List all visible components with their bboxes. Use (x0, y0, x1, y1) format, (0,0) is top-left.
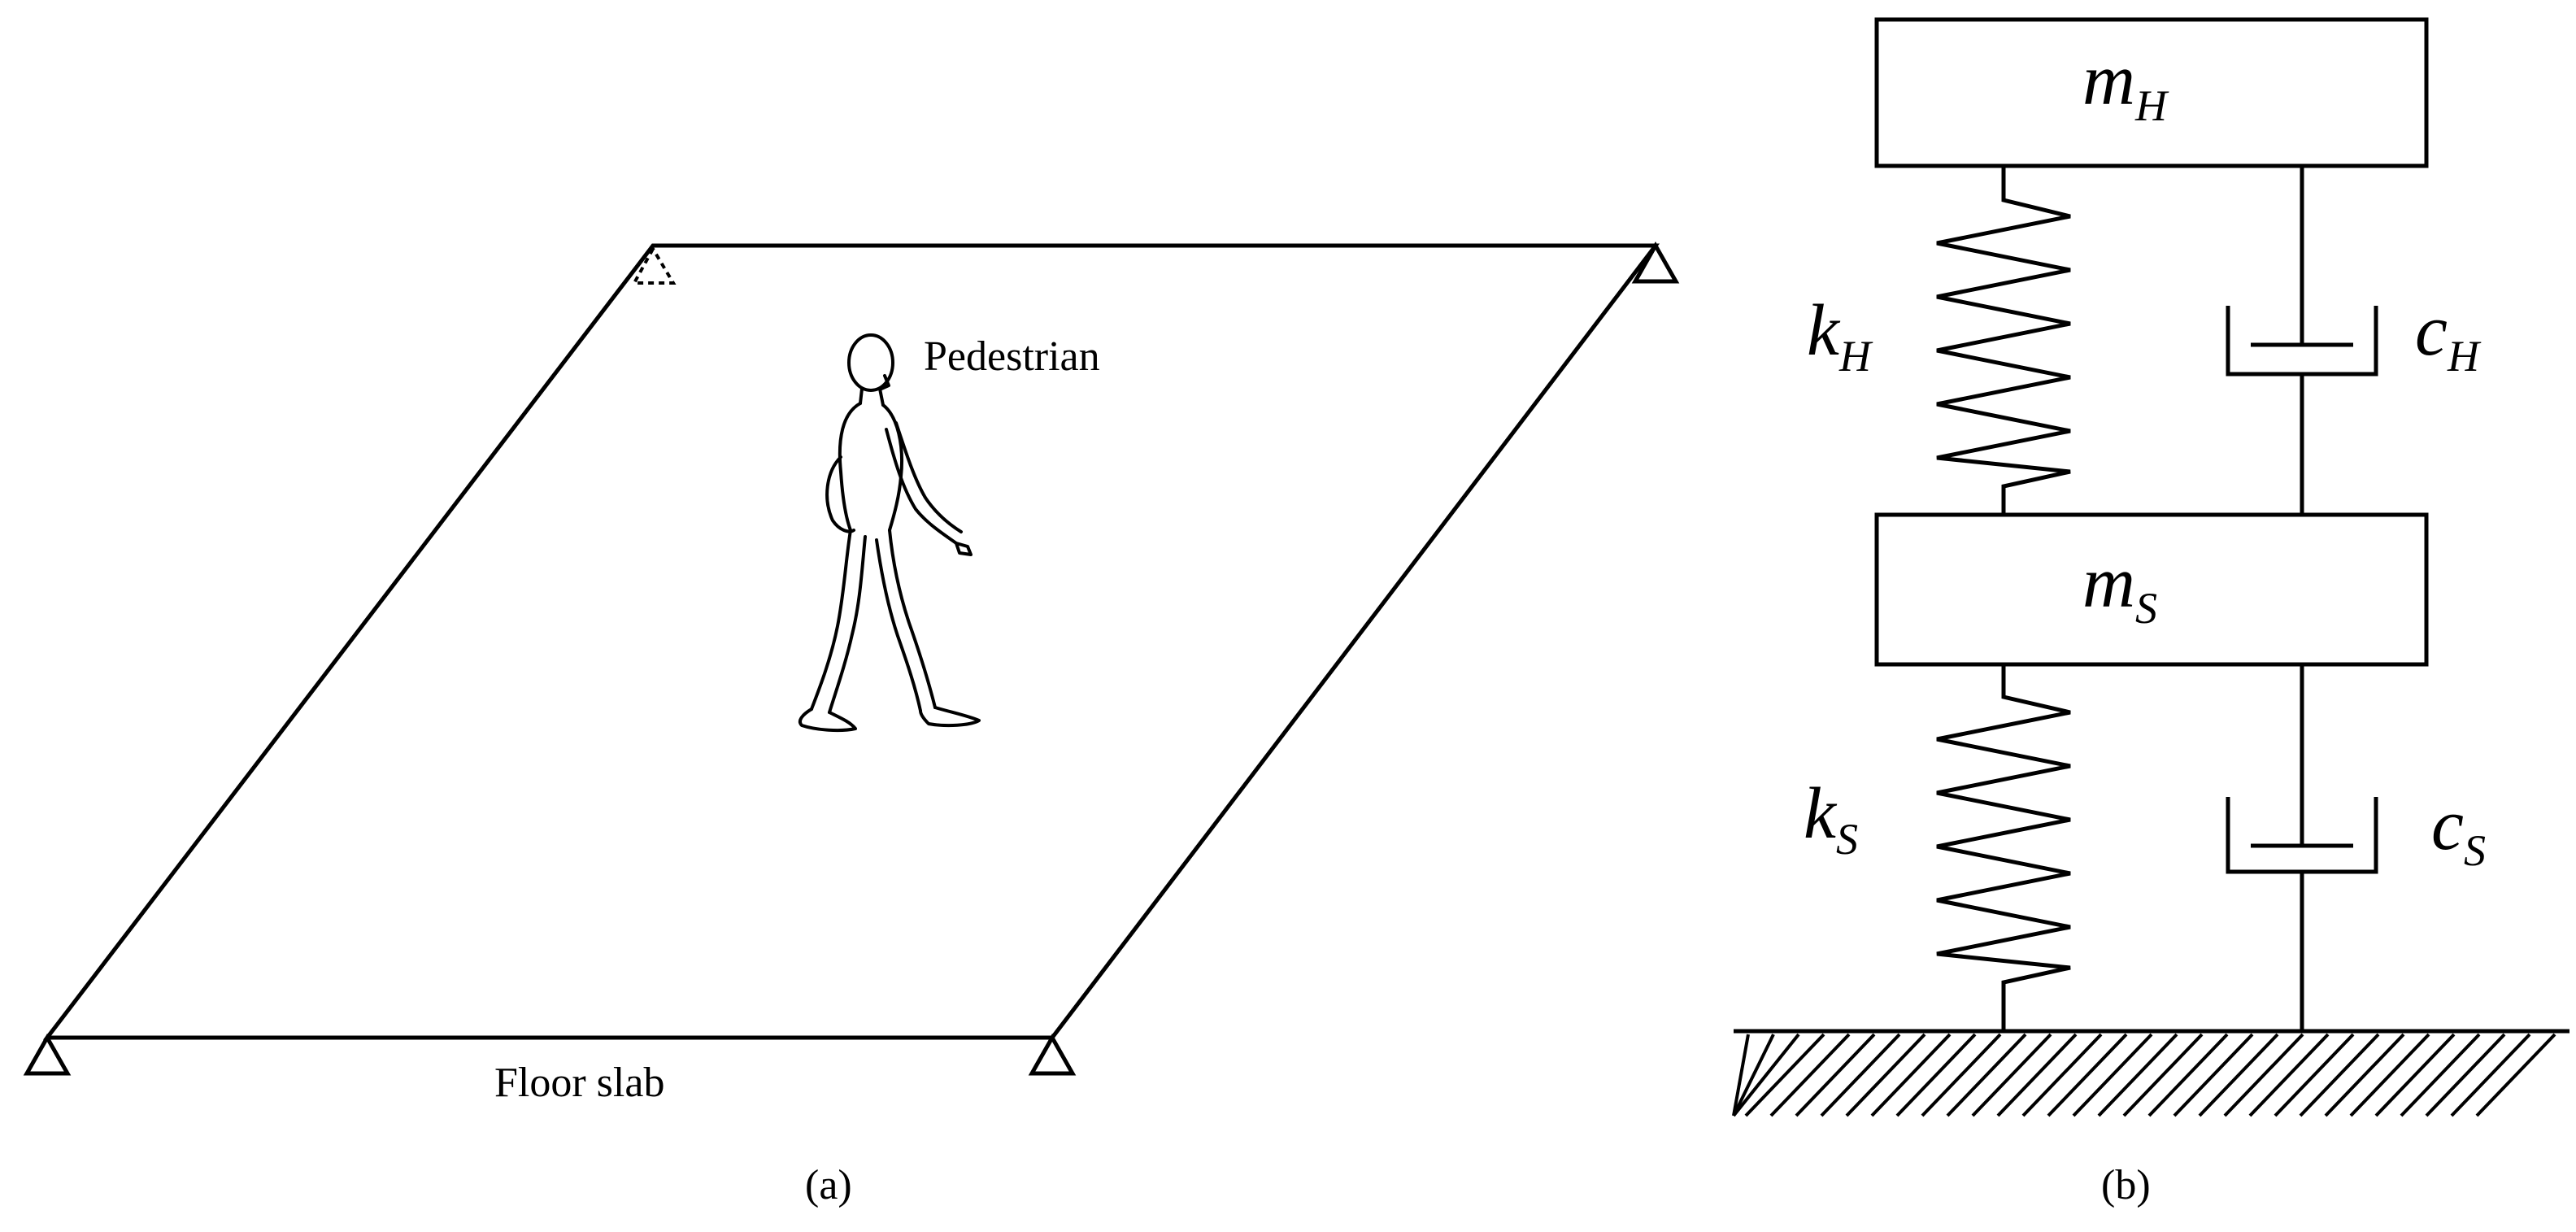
hatch-stroke (1732, 1034, 1775, 1117)
hatch-stroke (2374, 1033, 2456, 1117)
hatch-stroke (1744, 1033, 1825, 1117)
panel-a: Pedestrian Floor slab (a) (23, 241, 1680, 1208)
hatch-stroke (1921, 1033, 2002, 1117)
hatch-stroke (1820, 1033, 1901, 1117)
support-bottom-right (1028, 1033, 1077, 1076)
hatch-stroke (1732, 1033, 1800, 1117)
damper-upper (2226, 168, 2378, 515)
hatch-stroke (1946, 1033, 2027, 1117)
hatch-stroke (1996, 1033, 2078, 1117)
caption-b: (b) (2101, 1162, 2151, 1208)
damper-lower-label: cS (2431, 785, 2486, 875)
hatch-stroke (1971, 1033, 2052, 1117)
hatch-stroke (1895, 1033, 1977, 1117)
hatch-stroke (1732, 1034, 1750, 1117)
ground-hatching (1732, 1029, 2569, 1117)
support-top-right (1631, 241, 1680, 284)
hatch-stroke (1795, 1033, 1876, 1117)
hatch-stroke (2147, 1033, 2229, 1117)
floor-slab-label: Floor slab (494, 1060, 664, 1106)
hatch-stroke (2248, 1033, 2330, 1117)
spring-upper (1936, 168, 2071, 515)
hatch-stroke (2475, 1033, 2556, 1117)
hatch-stroke (2400, 1033, 2481, 1117)
spring-lower-label: kS (1804, 773, 1858, 864)
hatch-stroke (2173, 1033, 2254, 1117)
damper-lower (2226, 666, 2378, 1031)
hatch-stroke (2223, 1033, 2304, 1117)
hatch-stroke (2450, 1033, 2531, 1117)
hatch-stroke (2021, 1033, 2103, 1117)
spring-lower (1936, 666, 2071, 1031)
hatch-stroke (2425, 1033, 2506, 1117)
hatch-stroke (2198, 1033, 2279, 1117)
hatch-stroke (2349, 1033, 2430, 1117)
mass-lower-block (1874, 512, 2429, 667)
spring-upper-label: kH (1807, 290, 1873, 381)
damper-upper-label: cH (2415, 290, 2482, 381)
support-bottom-left (23, 1033, 72, 1076)
hatch-stroke (1845, 1033, 1926, 1117)
hatch-stroke (2122, 1033, 2204, 1117)
hatch-stroke (2097, 1033, 2178, 1117)
hatch-stroke (1870, 1033, 1952, 1117)
mass-upper-label: mH (2082, 40, 2169, 130)
support-top-left-hidden (631, 245, 677, 285)
panel-b: mH kH cH mS kS (1732, 17, 2569, 1208)
hatch-stroke (2299, 1033, 2380, 1117)
hatch-stroke (2072, 1033, 2153, 1117)
hatch-stroke (2274, 1033, 2355, 1117)
mass-upper-block (1874, 17, 2429, 168)
hatch-stroke (2324, 1033, 2405, 1117)
pedestrian-figure (798, 333, 981, 733)
hatch-stroke (1769, 1033, 1851, 1117)
pedestrian-label: Pedestrian (924, 333, 1100, 380)
mass-lower-label: mS (2082, 542, 2157, 633)
caption-a: (a) (805, 1162, 852, 1208)
hatch-stroke (2047, 1033, 2128, 1117)
